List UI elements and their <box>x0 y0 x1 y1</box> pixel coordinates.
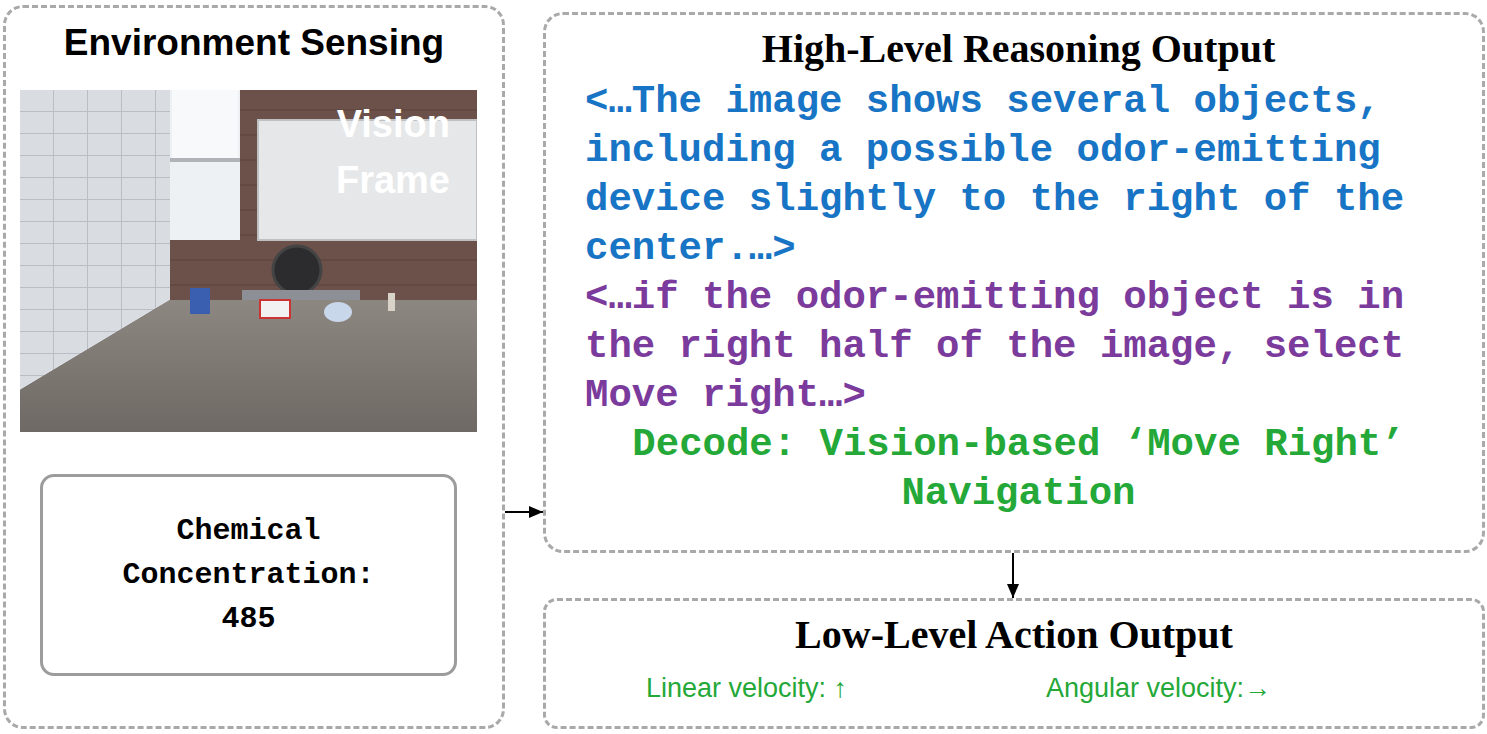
sensor-box: Chemical Concentration: 485 <box>40 474 457 676</box>
panel-heading: High-Level Reasoning Output <box>585 25 1452 72</box>
image-label: Vision Frame <box>290 96 450 208</box>
panel-heading: Low-Level Action Output <box>566 611 1462 658</box>
reasoning-panel: High-Level Reasoning Output <…The image s… <box>543 12 1485 553</box>
flow-arrow <box>1012 553 1014 598</box>
window <box>170 90 240 240</box>
sensor-reading: Chemical Concentration: 485 <box>106 509 391 641</box>
photo-ground <box>20 90 477 432</box>
humidifier <box>324 302 352 322</box>
window-pane <box>172 90 238 160</box>
velocity-text: Angular velocity:→ <box>1046 673 1271 704</box>
action-panel: Low-Level Action OutputLinear velocity: … <box>543 598 1485 729</box>
bottle <box>388 293 395 311</box>
fan <box>273 246 321 294</box>
rule-text: <…if the odor-emitting object is in the … <box>585 274 1452 421</box>
odor-device <box>260 300 290 318</box>
floor <box>20 300 477 432</box>
observation-text: <…The image shows several objects, inclu… <box>585 78 1452 274</box>
panel-heading: Environment Sensing <box>6 22 502 64</box>
blue-box <box>190 288 210 314</box>
window-frame <box>170 158 240 162</box>
flow-arrow <box>505 511 543 513</box>
velocity-text: Linear velocity: ↑ <box>646 673 847 704</box>
brick-wall <box>160 90 477 305</box>
decode-text: Decode: Vision-based ‘Move Right’ Naviga… <box>585 421 1452 519</box>
